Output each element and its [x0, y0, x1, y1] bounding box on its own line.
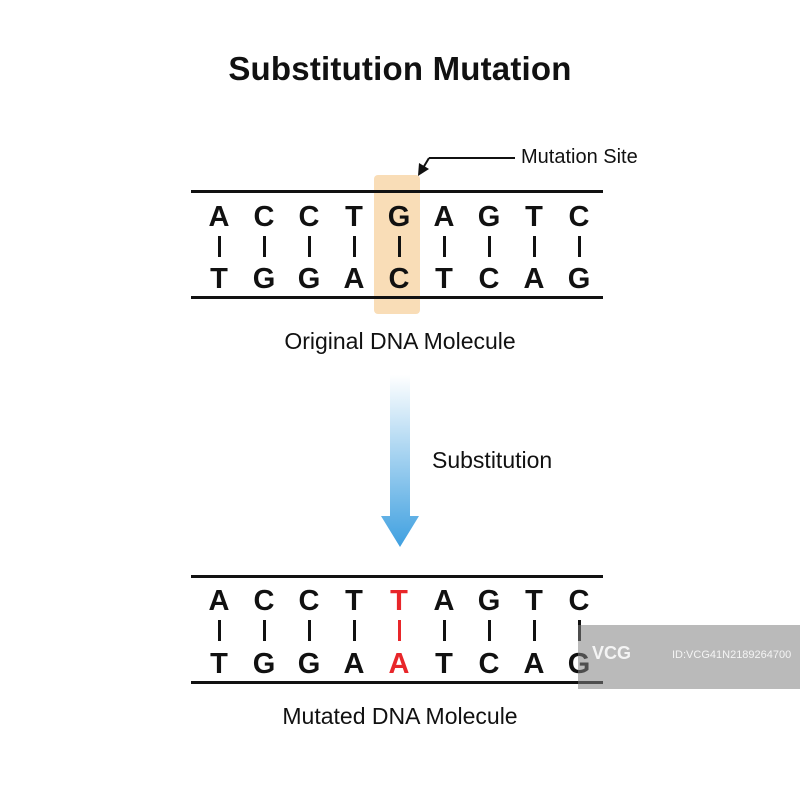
mutated-top-base: G	[477, 585, 501, 617]
original-top-base: C	[568, 201, 590, 233]
mutated-bottom-backbone	[191, 681, 603, 684]
mutated-bond	[352, 620, 356, 641]
mutated-bottom-base: G	[297, 648, 321, 680]
watermark: VCG ID:VCG41N2189264700	[578, 625, 800, 689]
original-top-backbone	[191, 190, 603, 193]
mutation-site-highlight	[374, 175, 420, 314]
original-base-pair-bonds	[0, 236, 800, 276]
mutated-bottom-base: C	[478, 648, 500, 680]
mutated-top-base: A	[433, 585, 455, 617]
original-bottom-base: G	[252, 263, 276, 295]
original-bottom-base: A	[523, 263, 545, 295]
mutated-top-base: C	[568, 585, 590, 617]
original-bottom-backbone	[191, 296, 603, 299]
original-top-base: G	[387, 201, 411, 233]
original-bond	[532, 236, 536, 257]
mutated-bond	[307, 620, 311, 641]
original-bottom-base: T	[435, 263, 453, 295]
original-caption: Original DNA Molecule	[284, 328, 516, 354]
mutated-top-base: T	[390, 585, 408, 617]
original-bottom-base: G	[297, 263, 321, 295]
original-top-base: T	[525, 201, 543, 233]
original-bond	[442, 236, 446, 257]
mutated-bottom-base: T	[435, 648, 453, 680]
original-top-base: T	[345, 201, 363, 233]
original-bond	[487, 236, 491, 257]
mutated-top-backbone	[191, 575, 603, 578]
original-top-base: C	[253, 201, 275, 233]
original-bottom-base: A	[343, 263, 365, 295]
watermark-logo: VCG	[592, 643, 632, 663]
original-bottom-base: T	[210, 263, 228, 295]
mutated-bond	[397, 620, 401, 641]
watermark-id: ID:VCG41N2189264700	[672, 649, 792, 661]
original-bond	[352, 236, 356, 257]
mutated-top-base: C	[253, 585, 275, 617]
mutated-bottom-base: G	[252, 648, 276, 680]
original-bond	[307, 236, 311, 257]
original-top-base: A	[208, 201, 230, 233]
substitution-label: Substitution	[432, 447, 553, 473]
original-top-base: A	[433, 201, 455, 233]
substitution-arrow	[381, 375, 419, 547]
original-bottom-base: C	[478, 263, 500, 295]
mutated-caption: Mutated DNA Molecule	[282, 703, 518, 729]
mutated-top-base: A	[208, 585, 230, 617]
original-bottom-base: G	[567, 263, 591, 295]
diagram-title: Substitution Mutation	[228, 50, 572, 87]
mutated-bond	[487, 620, 491, 641]
mutated-bottom-base: T	[210, 648, 228, 680]
mutation-site-arrow	[418, 157, 515, 176]
mutation-site-label: Mutation Site	[521, 146, 638, 168]
original-bottom-base: C	[388, 263, 410, 295]
mutated-bottom-base: A	[343, 648, 365, 680]
original-top-base: G	[477, 201, 501, 233]
original-bond	[577, 236, 581, 257]
mutated-top-base: T	[345, 585, 363, 617]
original-top-base: C	[298, 201, 320, 233]
original-bond	[397, 236, 401, 257]
mutated-bottom-base: A	[523, 648, 545, 680]
mutated-top-base: T	[525, 585, 543, 617]
mutated-bond	[262, 620, 266, 641]
mutated-bond	[442, 620, 446, 641]
mutated-bond	[217, 620, 221, 641]
mutated-bond	[532, 620, 536, 641]
original-bond	[262, 236, 266, 257]
original-bond	[217, 236, 221, 257]
mutated-top-base: C	[298, 585, 320, 617]
mutated-bottom-base: A	[388, 648, 410, 680]
